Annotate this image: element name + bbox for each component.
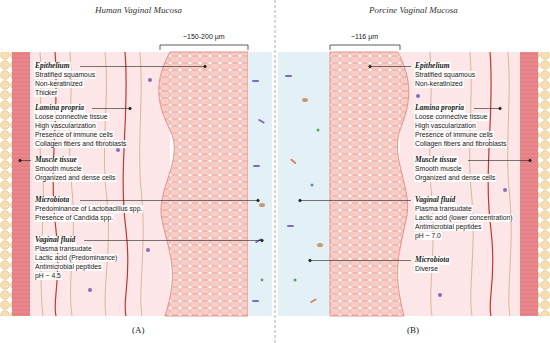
layer-note: Plasma transudate	[34, 245, 93, 253]
layer-note: Collagen fibers and fibroblasts	[414, 140, 507, 148]
thickness-bracket	[330, 45, 400, 50]
layer-note: Presence of Candida spp.	[34, 214, 114, 222]
muscle-layer	[12, 52, 30, 316]
layer-heading: Lamina propria	[34, 104, 85, 113]
panel-divider	[275, 0, 276, 343]
layer-note: Organized and dense cells	[34, 174, 116, 182]
microbes	[252, 80, 265, 302]
muscle-layer	[520, 52, 538, 316]
panel-title: Human Vaginal Mucosa	[95, 5, 182, 15]
layer-heading: Muscle tissue	[414, 156, 458, 165]
panel-letter: (A)	[132, 325, 145, 335]
layer-heading: Epithelium	[414, 62, 451, 71]
layer-note: Organized and dense cells	[414, 174, 496, 182]
layer-note: Smooth muscle	[34, 165, 83, 173]
layer-note: Plasma transudate	[414, 205, 473, 213]
layer-heading: Microbiota	[414, 256, 450, 265]
epithelium	[330, 52, 409, 316]
layer-note: Presence of immune cells	[414, 131, 494, 139]
layer-note: High vascularization	[414, 122, 477, 130]
layer-note: Stratified squamous	[34, 71, 96, 79]
layer-note: Diverse	[414, 265, 439, 273]
layer-heading: Muscle tissue	[34, 156, 78, 165]
layer-heading: Lamina propria	[414, 104, 465, 113]
layer-note: Antimicrobial peptides	[34, 263, 103, 271]
layer-heading: Vaginal fluid	[34, 236, 76, 245]
layer-note: pH ~ 4.5	[34, 272, 62, 280]
layer-heading: Microbiota	[34, 196, 70, 205]
layer-note: Non-keratinized	[34, 80, 84, 88]
microbes	[285, 75, 323, 303]
layer-note: Antimicrobial peptides	[414, 223, 483, 231]
vaginal-fluid	[278, 52, 330, 316]
layer-note: Loose connective tissue	[414, 113, 489, 121]
layer-note: Collagen fibers and fibroblasts	[34, 140, 127, 148]
collagen-fibers	[430, 52, 511, 316]
panel-letter: (B)	[407, 325, 419, 335]
layer-note: pH ~ 7.0	[414, 232, 442, 240]
layer-heading: Epithelium	[34, 62, 71, 71]
dimension-label: ~150-200 µm	[182, 33, 226, 41]
thickness-bracket	[160, 45, 248, 50]
layer-note: Loose connective tissue	[34, 113, 109, 121]
lamina-propria	[30, 52, 170, 316]
layer-note: Stratified squamous	[414, 71, 476, 79]
adipose-cells	[0, 52, 12, 316]
layer-note: Lactic acid (lower concentration)	[414, 214, 513, 222]
layer-note: Presence of immune cells	[34, 131, 114, 139]
lamina-propria	[400, 52, 520, 316]
layer-note: Non-keratinized	[414, 80, 464, 88]
dimension-label: ~116 µm	[350, 33, 379, 41]
leader-lines	[19, 65, 264, 242]
vaginal-fluid	[248, 52, 272, 316]
layer-note: High vascularization	[34, 122, 97, 130]
blood-vessel	[488, 52, 493, 316]
leader-lines	[299, 65, 532, 262]
layer-note: Predominance of Lactobacillus spp.	[34, 205, 143, 213]
layer-heading: Vaginal fluid	[414, 196, 456, 205]
blood-vessel	[123, 52, 128, 316]
layer-note: Thicker	[34, 89, 58, 97]
epithelium	[159, 52, 248, 316]
adipose-cells	[538, 52, 550, 316]
layer-note: Smooth muscle	[414, 165, 463, 173]
layer-note: Lactic acid (Predominance)	[34, 254, 118, 262]
panel-title: Porcine Vaginal Mucosa	[369, 5, 458, 15]
